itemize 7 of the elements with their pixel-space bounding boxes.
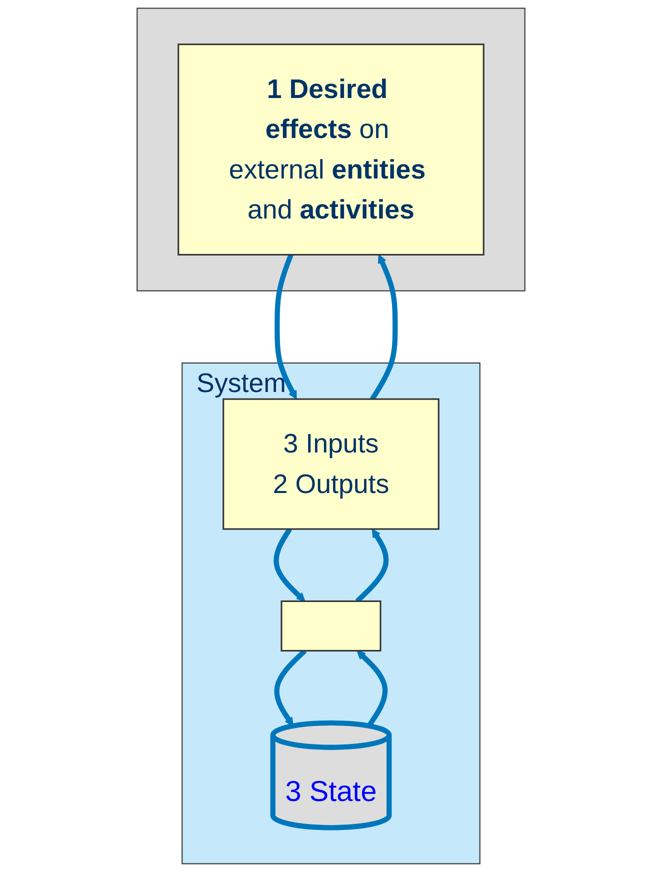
- arrow: [274, 528, 306, 602]
- arrow: [274, 254, 297, 400]
- node-box: [280, 600, 382, 652]
- node-box: 1 Desired effects on external entities and activities: [178, 44, 484, 256]
- cluster: [136, 8, 526, 292]
- arrow: [370, 254, 398, 400]
- node-box: 3 Inputs 2 Outputs: [222, 398, 440, 530]
